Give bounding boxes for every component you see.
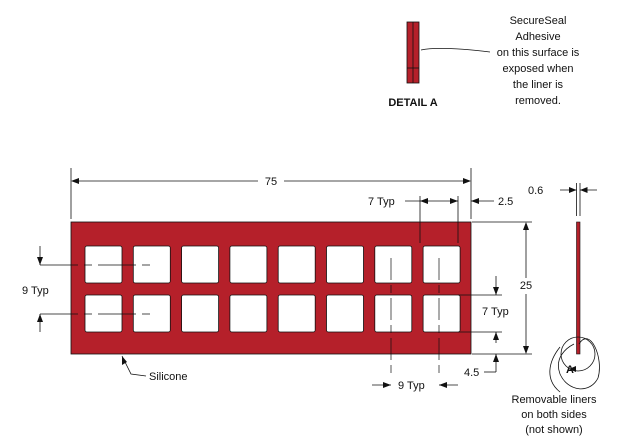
detail-note-line: removed. — [515, 95, 561, 107]
detail-a: DETAIL A SecureSeal Adhesive on this sur… — [388, 15, 579, 109]
dim-hole-height: 7 Typ — [458, 276, 509, 343]
hole — [374, 294, 413, 333]
dim-edge-margin-label: 2.5 — [498, 196, 513, 208]
hole — [277, 245, 316, 284]
hole-grid — [84, 245, 461, 333]
material-label: Silicone — [149, 371, 188, 383]
dim-overall-length-label: 75 — [265, 176, 277, 188]
hole — [132, 294, 171, 333]
hole — [422, 245, 461, 284]
liner-note-line: on both sides — [521, 409, 587, 421]
hole — [84, 294, 123, 333]
detail-a-leader — [420, 48, 491, 53]
detail-a-marker: A — [566, 364, 574, 376]
dim-thickness-label: 0.6 — [528, 185, 543, 197]
dim-overall-length: 75 — [70, 168, 472, 219]
detail-a-note: SecureSeal Adhesive on this surface is e… — [497, 15, 580, 107]
center-lines — [40, 258, 440, 378]
hole — [132, 245, 171, 284]
dim-bottom-margin-label: 4.5 — [464, 367, 479, 379]
liner-note-line: (not shown) — [525, 424, 582, 436]
detail-a-circle — [560, 336, 596, 372]
detail-note-line: Adhesive — [515, 31, 560, 43]
dim-hole-width: 7 Typ — [368, 196, 459, 243]
gasket-body — [70, 221, 472, 355]
hole — [326, 294, 364, 333]
hole — [326, 245, 364, 284]
side-view: 0.6 A Removable liners on both sides (no… — [512, 183, 600, 436]
hole — [84, 245, 123, 284]
detail-note-line: on this surface is — [497, 47, 580, 59]
dim-height: 25 — [472, 221, 532, 355]
hole — [229, 294, 268, 333]
hole — [181, 294, 220, 333]
detail-note-line: SecureSeal — [510, 15, 567, 27]
hole — [181, 245, 220, 284]
dim-height-label: 25 — [520, 280, 532, 292]
hole — [422, 294, 461, 333]
detail-note-line: the liner is — [513, 79, 564, 91]
dim-hole-width-label: 7 Typ — [368, 196, 395, 208]
detail-a-label: DETAIL A — [388, 97, 437, 109]
dim-vertical-pitch: 9 Typ — [22, 246, 49, 332]
hole — [277, 294, 316, 333]
detail-note-line: exposed when — [503, 63, 574, 75]
dim-horizontal-pitch-label: 9 Typ — [398, 380, 425, 392]
side-view-profile — [576, 221, 581, 355]
hole — [229, 245, 268, 284]
dim-bottom-margin: 4.5 — [464, 354, 499, 379]
dim-vertical-pitch-label: 9 Typ — [22, 285, 49, 297]
dim-horizontal-pitch: 9 Typ — [372, 380, 458, 392]
dim-edge-margin: 2.5 — [471, 196, 513, 208]
hole — [374, 245, 413, 284]
dim-hole-height-label: 7 Typ — [482, 306, 509, 318]
material-callout: Silicone — [121, 355, 188, 383]
liner-note-line: Removable liners — [512, 394, 597, 406]
